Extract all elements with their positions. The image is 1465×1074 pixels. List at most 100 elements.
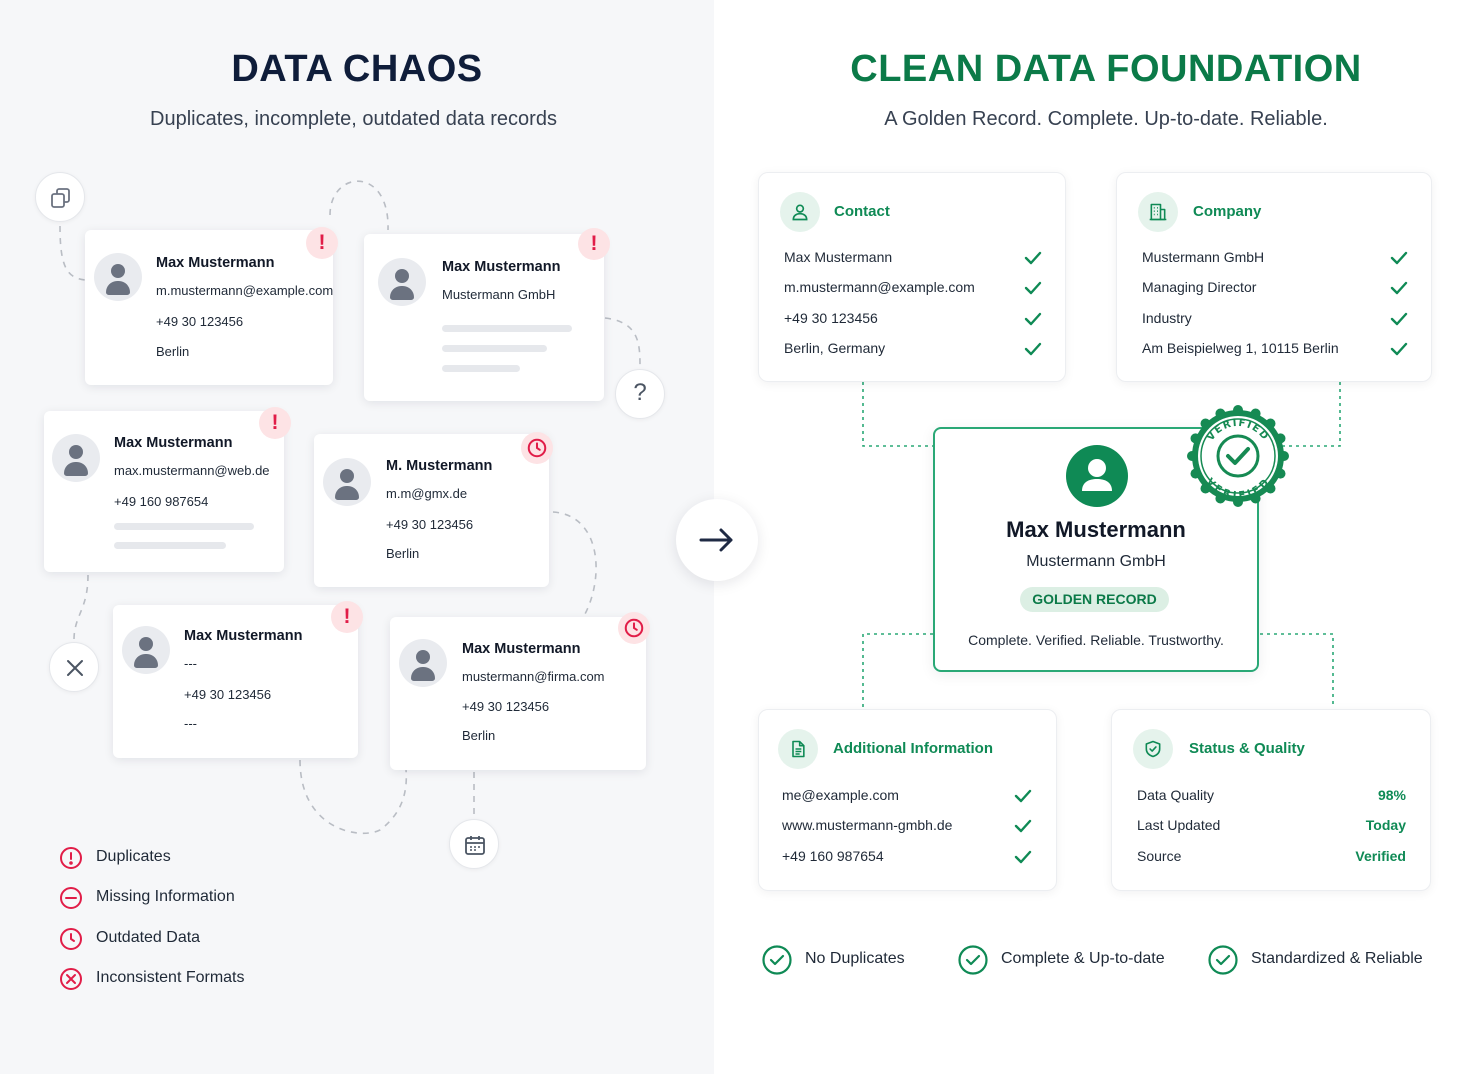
- check-icon: [1024, 342, 1042, 356]
- chaos-subtitle: Duplicates, incomplete, outdated data re…: [150, 108, 557, 130]
- contact-email: m.m@gmx.de: [386, 486, 468, 501]
- check-circle-icon: [958, 945, 988, 975]
- contact-name: Max Mustermann: [114, 435, 233, 451]
- contact-card-duplicate-2: Max Mustermann Mustermann GmbH: [364, 234, 604, 401]
- check-icon: [1014, 819, 1032, 833]
- golden-tagline: Complete. Verified. Reliable. Trustworth…: [968, 632, 1224, 648]
- contact-company: Mustermann GmbH: [442, 287, 556, 302]
- avatar: [399, 639, 447, 687]
- contact-title: Contact: [834, 203, 890, 220]
- additional-row: www.mustermann-gmbh.de: [782, 817, 953, 833]
- check-icon: [1014, 789, 1032, 803]
- question-mark: ?: [633, 379, 647, 406]
- avatar: [94, 253, 142, 301]
- legend-label: Inconsistent Formats: [96, 969, 245, 986]
- calendar-icon: [449, 819, 499, 869]
- clean-connectors: [862, 382, 1341, 708]
- benefit-label: Complete & Up-to-date: [1001, 950, 1165, 967]
- check-icon: [1390, 251, 1408, 265]
- contact-card-outdated-2: Max Mustermann mustermann@firma.com +49 …: [390, 617, 646, 770]
- check-icon: [1390, 312, 1408, 326]
- company-row: Managing Director: [1142, 279, 1257, 295]
- contact-email: max.mustermann@web.de: [114, 463, 270, 478]
- company-row: Industry: [1142, 310, 1192, 326]
- contact-row: Max Mustermann: [784, 249, 893, 265]
- contact-phone: +49 160 987654: [114, 494, 209, 509]
- transition-arrow: [676, 499, 758, 581]
- benefit-label: Standardized & Reliable: [1251, 950, 1423, 967]
- missing-field-bar: [114, 523, 254, 530]
- additional-row: me@example.com: [782, 787, 899, 803]
- check-icon: [1024, 281, 1042, 295]
- user-icon: [780, 192, 820, 232]
- golden-record-badge: GOLDEN RECORD: [1020, 587, 1169, 612]
- building-icon: [1138, 192, 1178, 232]
- company-row: Mustermann GmbH: [1142, 249, 1265, 265]
- verified-seal-icon: VERIFIED VERIFIED: [1187, 405, 1289, 507]
- document-icon: [778, 729, 818, 769]
- contact-row: +49 30 123456: [784, 310, 878, 326]
- company-card: Company Mustermann GmbH Managing Directo…: [1116, 172, 1432, 382]
- outdated-clock-icon: [521, 432, 553, 464]
- source-value: Verified: [1355, 848, 1406, 864]
- contact-email: mustermann@firma.com: [462, 669, 605, 684]
- check-circle-icon: [762, 945, 792, 975]
- avatar: [52, 434, 100, 482]
- contact-phone: +49 30 123456: [386, 517, 474, 532]
- check-icon: [1390, 281, 1408, 295]
- contact-name: Max Mustermann: [184, 628, 303, 644]
- contact-card: Contact Max Mustermann m.mustermann@exam…: [758, 172, 1066, 382]
- duplicate-alert-icon: !: [259, 407, 291, 439]
- benefit-label: No Duplicates: [805, 950, 905, 967]
- additional-information-title: Additional Information: [833, 740, 993, 757]
- golden-name: Max Mustermann: [1006, 517, 1186, 542]
- legend-label: Missing Information: [96, 888, 235, 905]
- status-label: Data Quality: [1137, 787, 1215, 803]
- status-label: Last Updated: [1137, 817, 1221, 833]
- last-updated-value: Today: [1365, 817, 1406, 833]
- chaos-connectors: [59, 180, 641, 835]
- missing-field-bar: [114, 542, 226, 549]
- contact-phone: +49 30 123456: [462, 699, 550, 714]
- contact-city-missing: ---: [184, 716, 197, 731]
- check-icon: [1024, 312, 1042, 326]
- clean-subtitle: A Golden Record. Complete. Up-to-date. R…: [884, 108, 1328, 130]
- contact-city: Berlin: [386, 546, 420, 561]
- close-icon: [49, 642, 99, 692]
- user-icon: [1082, 459, 1112, 491]
- x-circle-icon: [60, 968, 82, 990]
- contact-phone: +49 30 123456: [184, 687, 272, 702]
- copy-icon: [35, 172, 85, 222]
- avatar: [122, 626, 170, 674]
- shield-check-icon: [1133, 729, 1173, 769]
- arrow-right-icon: [699, 528, 733, 552]
- clean-title: CLEAN DATA FOUNDATION: [850, 48, 1362, 90]
- contact-phone: +49 30 123456: [156, 314, 244, 329]
- check-icon: [1014, 850, 1032, 864]
- duplicate-alert-icon: !: [331, 601, 363, 633]
- contact-city: Berlin: [156, 344, 190, 359]
- contact-row: m.mustermann@example.com: [784, 279, 975, 295]
- check-icon: [1024, 251, 1042, 265]
- contact-name: Max Mustermann: [156, 255, 275, 271]
- contact-card-duplicate-4: Max Mustermann --- +49 30 123456 ---: [113, 605, 358, 758]
- company-title: Company: [1193, 203, 1262, 220]
- missing-field-bar: [442, 365, 520, 372]
- outdated-clock-icon: [618, 612, 650, 644]
- question-icon: ?: [615, 369, 665, 419]
- duplicate-alert-icon: !: [578, 228, 610, 260]
- minus-circle-icon: [60, 887, 82, 909]
- legend-label: Outdated Data: [96, 929, 201, 946]
- missing-field-bar: [442, 325, 572, 332]
- contact-name: M. Mustermann: [386, 458, 493, 474]
- contact-card-duplicate-1: Max Mustermann m.mustermann@example.com …: [85, 230, 333, 385]
- additional-information-card: Additional Information me@example.com ww…: [758, 709, 1057, 891]
- check-circle-icon: [1208, 945, 1238, 975]
- missing-field-bar: [442, 345, 547, 352]
- check-icon: [1390, 342, 1408, 356]
- duplicate-alert-icon: !: [306, 227, 338, 259]
- contact-email-missing: ---: [184, 656, 197, 671]
- contact-card-outdated-1: M. Mustermann m.m@gmx.de +49 30 123456 B…: [314, 434, 549, 587]
- chaos-title: DATA CHAOS: [231, 48, 483, 90]
- golden-company: Mustermann GmbH: [1026, 553, 1166, 570]
